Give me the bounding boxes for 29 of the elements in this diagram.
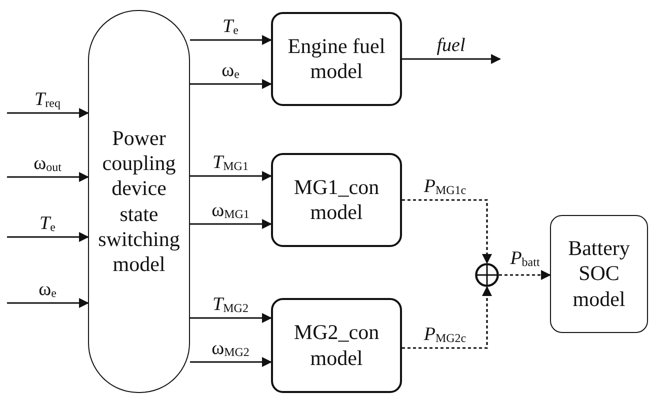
arrow xyxy=(7,108,89,118)
process-box: Battery SOC model xyxy=(550,215,648,333)
arrow xyxy=(190,357,272,367)
arrow xyxy=(7,298,89,308)
edge-label: T$_{e}$ xyxy=(38,214,56,233)
arrow xyxy=(402,54,501,64)
arrow xyxy=(7,232,89,242)
arrow xyxy=(402,199,492,264)
edge-label: P$_{MG1c}$ xyxy=(422,177,468,196)
arrow xyxy=(499,270,551,280)
edge-label: P$_{batt}$ xyxy=(509,249,541,268)
edge-label: T$_{req}$ xyxy=(34,90,62,109)
summing-junction xyxy=(475,263,499,287)
edge-label: fuel xyxy=(436,36,466,55)
arrow xyxy=(190,171,272,181)
process-box: Power coupling device state switching model xyxy=(88,10,190,393)
edge-label: P$_{MG2c}$ xyxy=(422,325,468,344)
arrow xyxy=(7,172,89,182)
edge-label: T$_{MG1}$ xyxy=(212,153,250,172)
arrow xyxy=(190,219,272,229)
process-box: MG2_con model xyxy=(271,298,402,393)
edge-label: T$_{MG2}$ xyxy=(212,295,250,314)
arrow xyxy=(190,313,272,323)
arrow xyxy=(190,35,272,45)
arrow xyxy=(402,286,492,349)
process-box: MG1_con model xyxy=(271,153,402,247)
edge-label: T$_{e}$ xyxy=(222,17,240,36)
process-box: Engine fuel model xyxy=(271,12,402,106)
arrow xyxy=(190,79,272,89)
